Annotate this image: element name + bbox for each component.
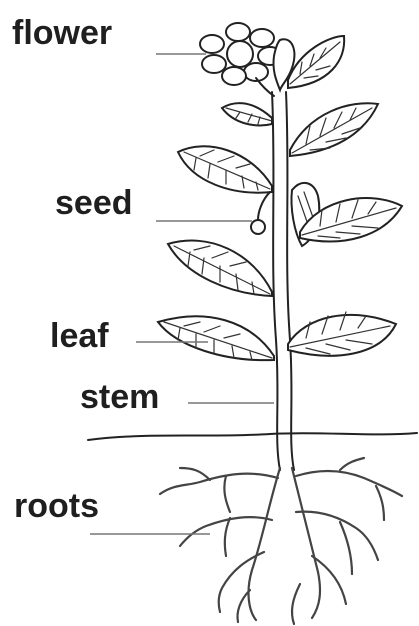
label-leaf: leaf — [50, 317, 109, 355]
flower — [200, 23, 294, 96]
seed — [251, 192, 270, 234]
leaf-top-right — [288, 36, 344, 88]
leaf-left-middle — [168, 241, 272, 296]
label-roots: roots — [14, 487, 99, 525]
leaf-right-upper — [290, 103, 378, 156]
leaf-left-lower — [158, 316, 274, 360]
leaf-right-lower — [288, 312, 396, 356]
label-stem: stem — [80, 378, 159, 416]
roots — [160, 458, 402, 624]
ground-line — [88, 433, 417, 440]
leaf-upper-left — [222, 103, 272, 125]
label-flower: flower — [12, 14, 112, 52]
label-seed: seed — [55, 184, 133, 222]
leaf-left-upper — [178, 146, 272, 192]
